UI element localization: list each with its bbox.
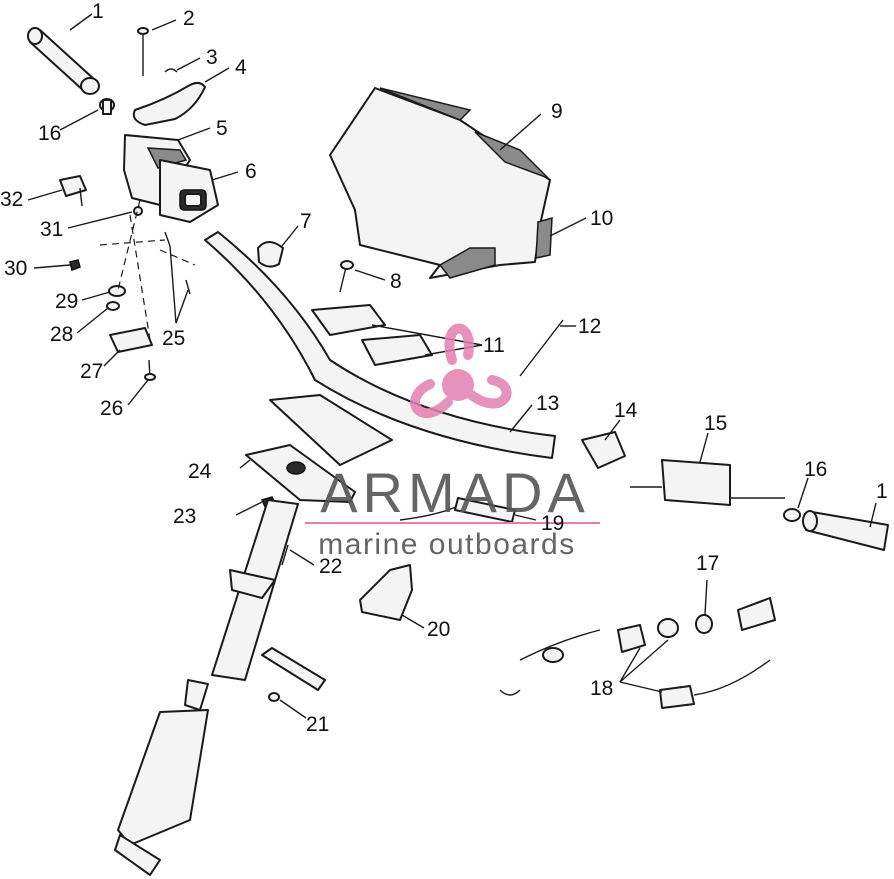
callout-5: 5 [216, 117, 228, 140]
cowl-part [329, 87, 553, 279]
callout-25: 25 [162, 327, 185, 350]
cable-tie-part [519, 319, 564, 377]
callout-20: 20 [427, 618, 450, 641]
callout-26: 26 [100, 397, 123, 420]
callout-22: 22 [319, 555, 342, 578]
screw-25b-part [185, 279, 191, 295]
watermark: ARMADA marine outboards [305, 323, 600, 561]
callout-28: 28 [50, 323, 73, 346]
washer-31-part [133, 206, 143, 216]
grip-right-part [802, 510, 889, 551]
callout-11: 11 [483, 334, 505, 357]
callout-4: 4 [235, 56, 247, 79]
callout-16-right: 16 [804, 458, 827, 481]
callout-15: 15 [704, 412, 727, 435]
mount-plate-24-part [245, 394, 393, 503]
callout-7: 7 [300, 210, 312, 233]
callout-1-grip-left: 1 [92, 0, 104, 23]
callout-27: 27 [80, 360, 103, 383]
callout-21: 21 [306, 713, 329, 736]
callout-19: 19 [541, 512, 564, 535]
callout-9: 9 [551, 100, 563, 123]
tiller-arm-part [204, 231, 556, 459]
callout-10: 10 [590, 207, 613, 230]
clip-part [164, 68, 178, 73]
cap-7-part [257, 241, 284, 268]
nut-30-part [69, 259, 81, 271]
callout-17: 17 [696, 552, 719, 575]
bracket-14-part [581, 431, 626, 469]
callout-2: 2 [183, 7, 195, 30]
callout-14: 14 [614, 399, 638, 422]
callout-1-grip-right: 1 [876, 480, 888, 503]
sleeve-21-part [261, 647, 326, 702]
callout-3: 3 [206, 46, 218, 69]
callout-18: 18 [590, 677, 613, 700]
bracket-20-part [359, 564, 413, 621]
watermark-tagline: marine outboards [318, 528, 575, 561]
clamp-11-part [311, 304, 433, 366]
callout-32: 32 [0, 188, 23, 211]
screw-25a-part [164, 231, 171, 247]
leader-lines [27, 13, 877, 719]
lever-part [132, 81, 206, 126]
callout-13: 13 [536, 392, 559, 415]
grip-left-part [27, 27, 100, 95]
callout-6: 6 [245, 160, 257, 183]
callout-29: 29 [55, 290, 78, 313]
bolt-8-part [339, 266, 347, 293]
throttle-housing-part [123, 134, 219, 223]
watermark-brand: ARMADA [320, 461, 590, 524]
callout-30: 30 [4, 257, 27, 280]
washer-29-part [108, 285, 126, 297]
screw-22-part [281, 544, 289, 566]
bushing-right-part [783, 508, 801, 522]
bushing-left-part [99, 98, 115, 115]
propeller-logo-icon [410, 323, 512, 419]
washer-28-part [106, 301, 120, 311]
kill-switch-18-part [499, 597, 776, 709]
switch-housing-15-part [630, 459, 785, 506]
plate-27-part [109, 327, 153, 353]
callout-8: 8 [390, 270, 402, 293]
callout-24: 24 [188, 460, 212, 483]
callout-12: 12 [578, 315, 601, 338]
steering-shaft-part [114, 499, 299, 876]
callout-31: 31 [40, 218, 63, 241]
callout-23: 23 [173, 505, 196, 528]
callout-16-left: 16 [38, 122, 61, 145]
callout-labels: 1 2 3 4 16 5 6 32 31 30 29 28 25 27 26 7… [0, 0, 888, 736]
switch-part [59, 175, 87, 207]
